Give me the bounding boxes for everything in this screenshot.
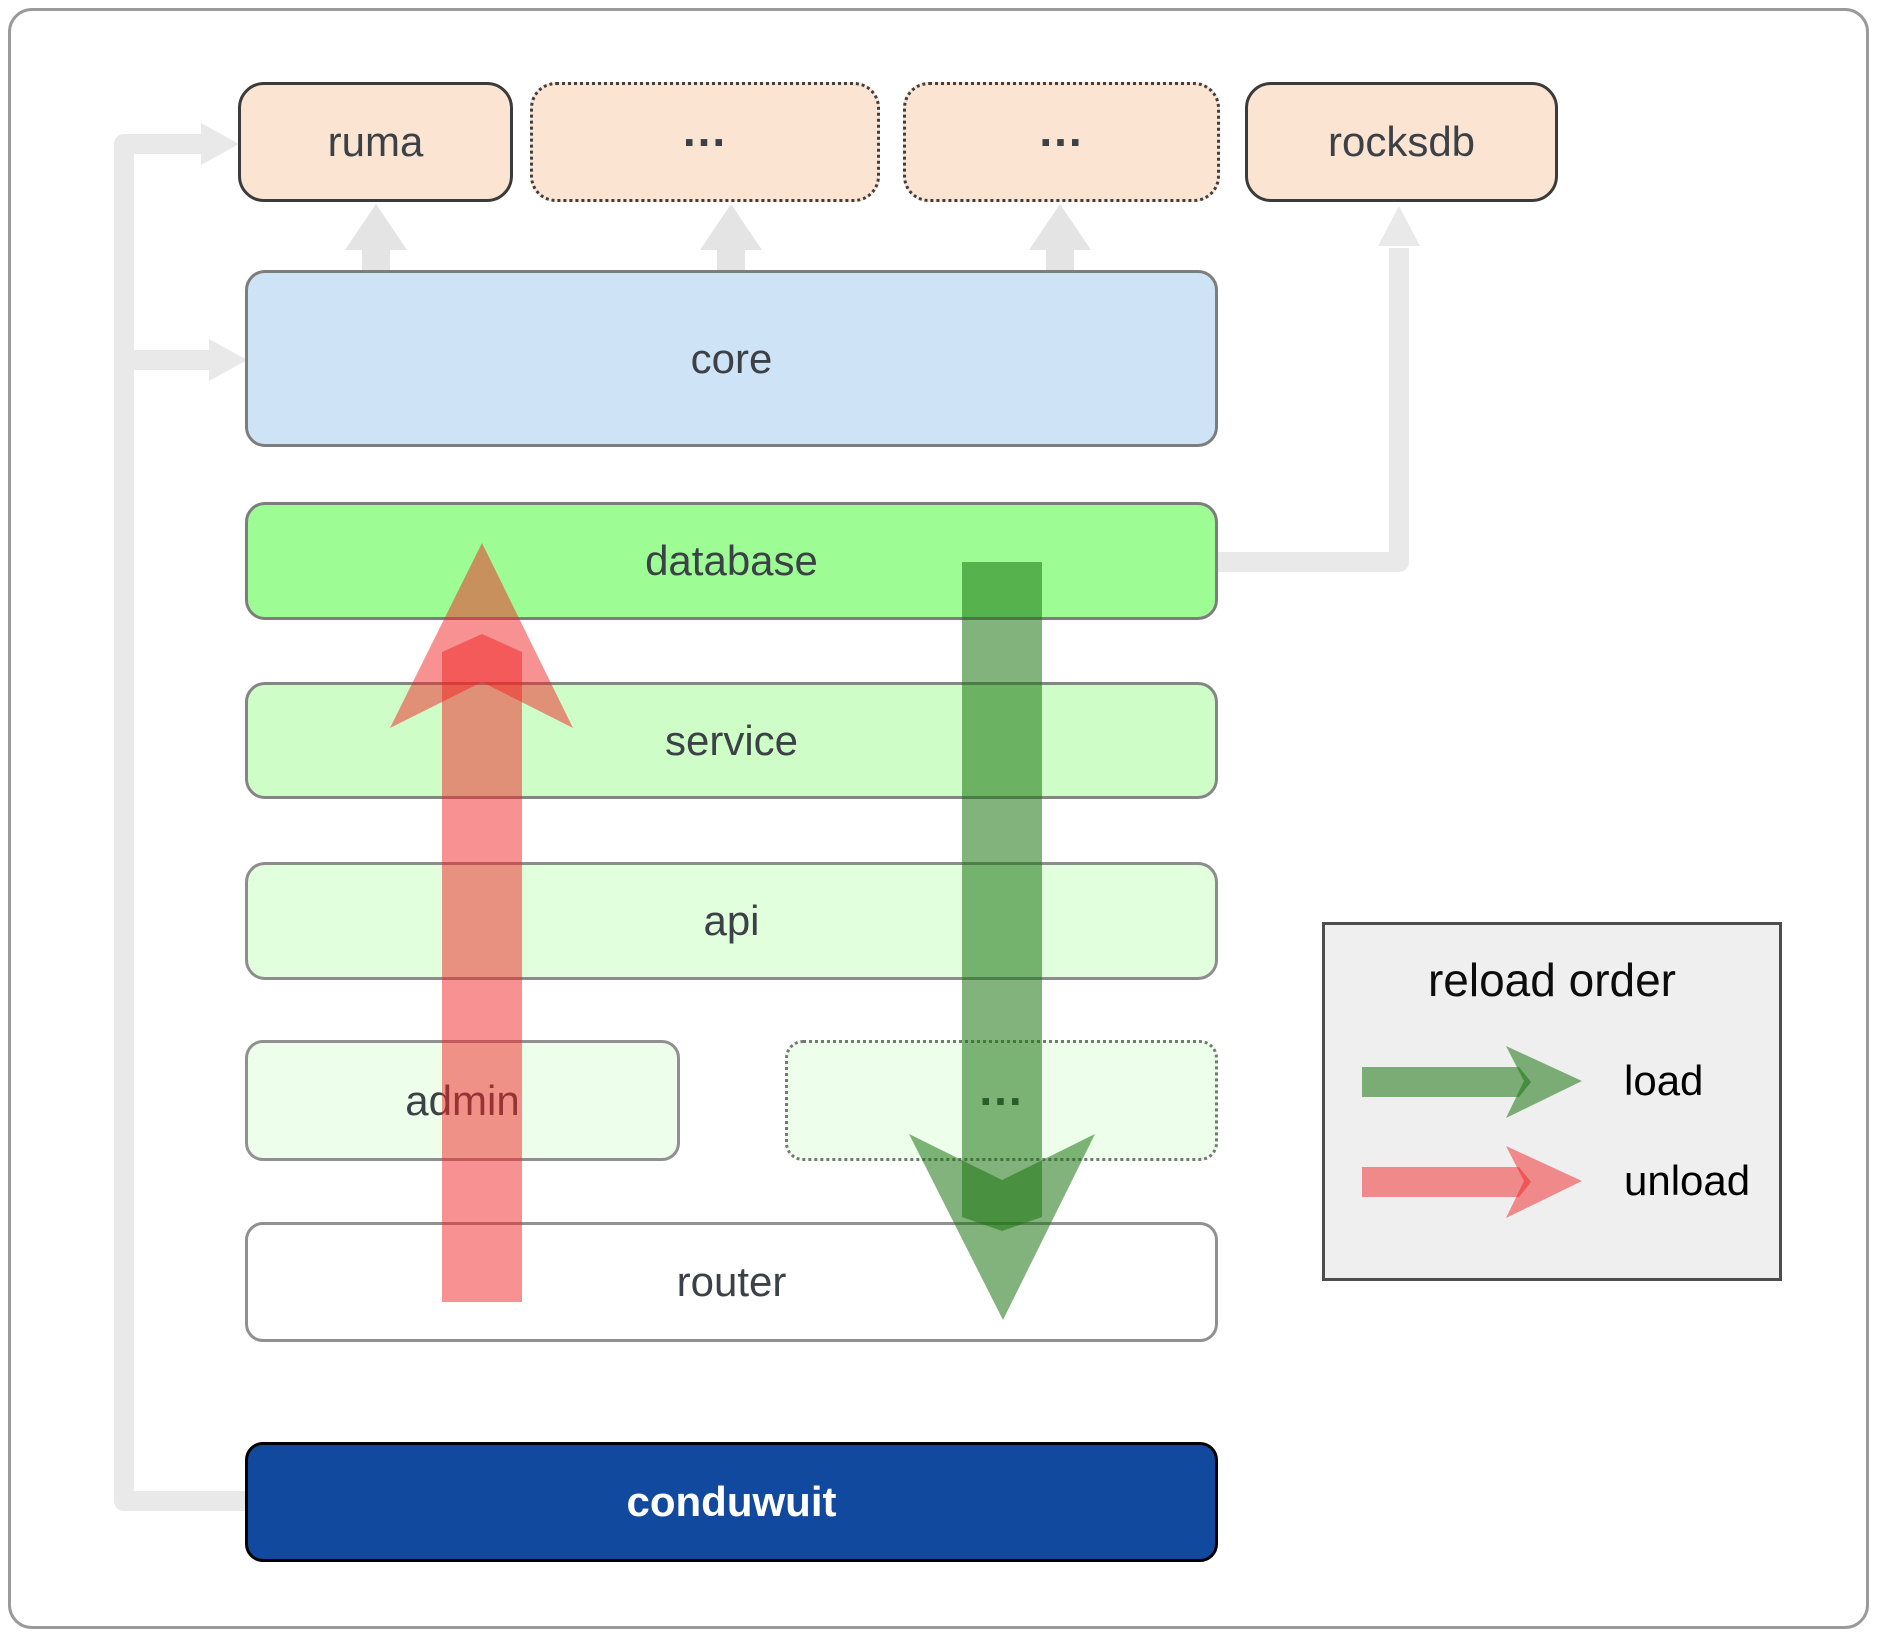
legend-title: reload order [1427, 954, 1677, 1006]
legend-unload-label: unload [1624, 1157, 1751, 1204]
node-service: service [245, 682, 1218, 799]
node-ruma-label: ruma [327, 118, 424, 165]
node-core-label: core [690, 334, 773, 382]
node-database-label: database [645, 537, 818, 584]
node-admin: admin [245, 1040, 680, 1161]
outer-border [8, 8, 1869, 1629]
legend-load-label: load [1624, 1057, 1704, 1104]
node-api: api [245, 862, 1218, 980]
node-rocksdb-label: rocksdb [1327, 118, 1476, 165]
node-router-label: router [676, 1258, 787, 1305]
node-service-label: service [664, 716, 799, 764]
node-database: database [245, 502, 1218, 620]
node-ellipsis-3: ... [785, 1040, 1218, 1161]
node-rocksdb: rocksdb [1245, 82, 1558, 202]
node-router: router [245, 1222, 1218, 1342]
node-api-label: api [703, 897, 760, 944]
node-ellipsis-1-label: ... [682, 104, 728, 156]
node-conduwuit-label: conduwuit [626, 1478, 837, 1525]
node-core: core [245, 270, 1218, 447]
node-ellipsis-1: ... [530, 82, 880, 202]
node-ellipsis-3-label: ... [979, 1062, 1024, 1115]
node-ruma: ruma [238, 82, 513, 202]
node-conduwuit: conduwuit [245, 1442, 1218, 1562]
legend-reload-order: reload order [1322, 922, 1782, 1281]
node-ellipsis-2-label: ... [1039, 104, 1084, 156]
node-admin-label: admin [405, 1076, 520, 1124]
node-ellipsis-2: ... [903, 82, 1220, 202]
